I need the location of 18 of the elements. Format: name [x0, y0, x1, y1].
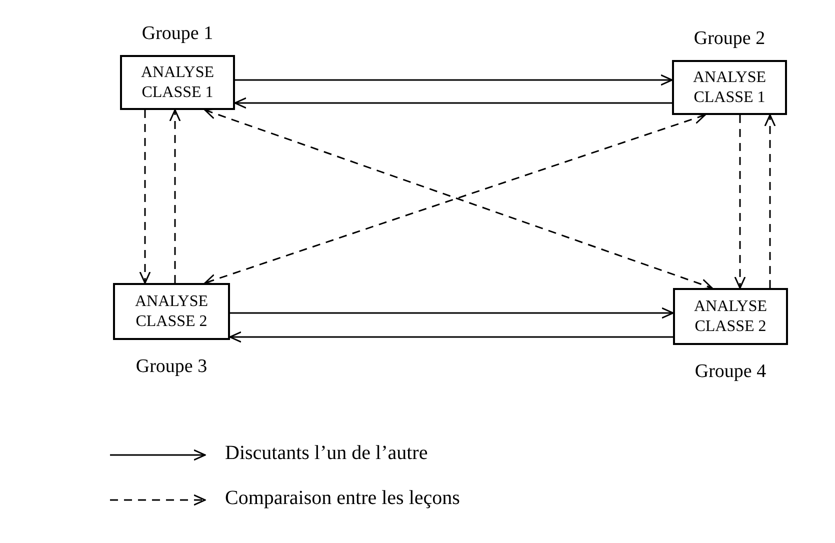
arrow [230, 307, 674, 319]
box-label: ANALYSE CLASSE 1 [140, 63, 216, 102]
group-label: Groupe 1 [142, 23, 214, 45]
legend-text: Comparaison entre les leçons [225, 487, 460, 510]
group-label: Groupe 2 [694, 28, 766, 50]
arrow [764, 114, 776, 288]
arrow [235, 74, 673, 86]
arrow [229, 331, 673, 343]
group-label: Groupe 4 [694, 361, 766, 383]
arrow [139, 110, 151, 284]
arrow [234, 97, 672, 109]
arrow [734, 115, 746, 289]
legend-text: Discutants l’un de l’autre [225, 442, 428, 465]
group-label: Groupe 3 [136, 356, 208, 378]
box-label: ANALYSE CLASSE 2 [134, 292, 210, 331]
box-label: ANALYSE CLASSE 1 [692, 68, 768, 107]
arrow [169, 109, 181, 283]
box-label: ANALYSE CLASSE 2 [692, 297, 768, 336]
